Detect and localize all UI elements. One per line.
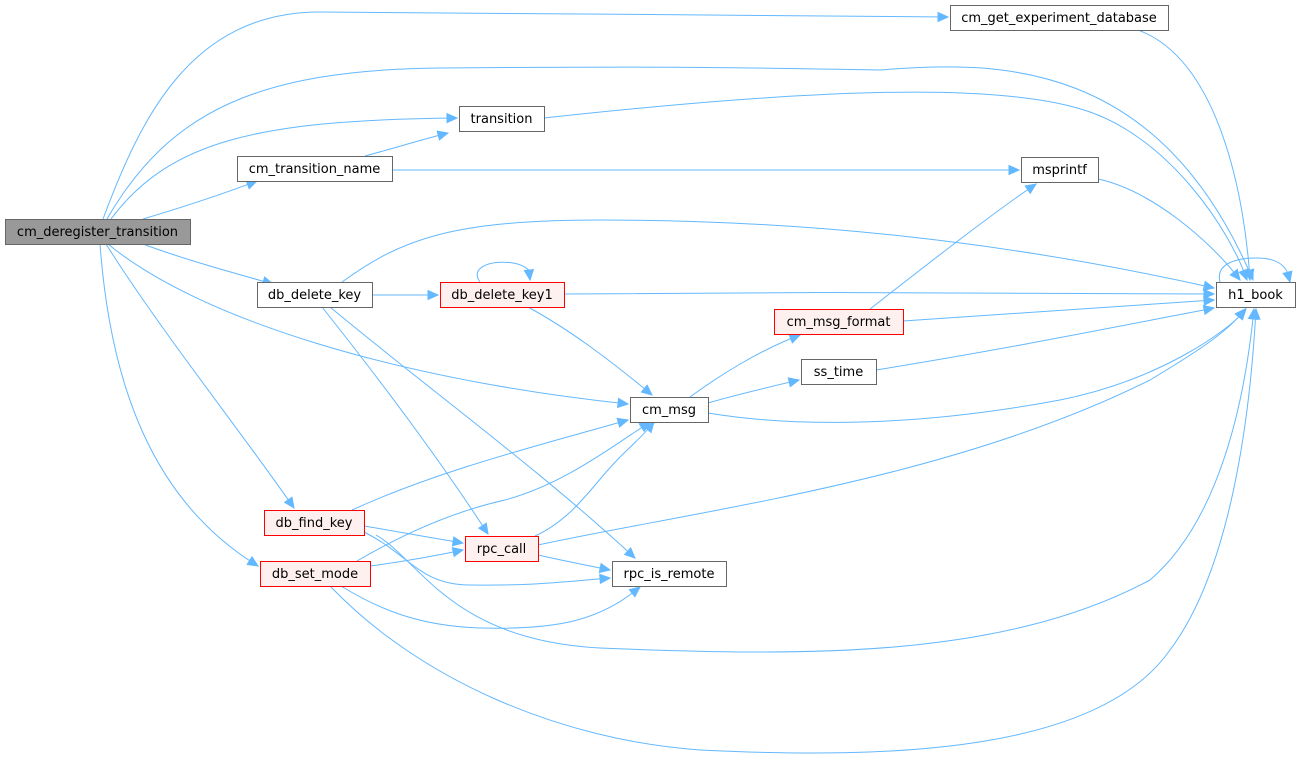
node-label: transition bbox=[471, 112, 533, 127]
edge-db_delete_key1-to-cm_msg bbox=[527, 306, 653, 396]
node-label: h1_book bbox=[1228, 288, 1283, 303]
node-label: ss_time bbox=[814, 365, 863, 380]
node-h1-book[interactable]: h1_book bbox=[1216, 282, 1296, 308]
edge-cm_transition_name-to-transition bbox=[364, 130, 450, 157]
edge-msprintf-to-h1_book bbox=[1097, 178, 1241, 281]
edge-cm_deregister_transition-to-db_set_mode bbox=[99, 243, 260, 567]
node-rpc-is-remote[interactable]: rpc_is_remote bbox=[612, 561, 727, 587]
edge-cm_get_experiment_database-to-h1_book bbox=[1137, 29, 1255, 282]
node-cm-deregister-transition[interactable]: cm_deregister_transition bbox=[5, 219, 191, 245]
edge-cm_deregister_transition-to-db_delete_key bbox=[142, 243, 275, 287]
node-label: cm_get_experiment_database bbox=[961, 11, 1157, 26]
edge-cm_deregister_transition-to-cm_transition_name bbox=[142, 179, 259, 220]
edge-db_delete_key-to-db_delete_key1 bbox=[372, 289, 440, 301]
edge-db_set_mode-to-rpc_call bbox=[369, 546, 465, 567]
edge-db_delete_key1-to-db_delete_key1 bbox=[476, 261, 535, 283]
edge-db_find_key-to-cm_msg bbox=[351, 417, 630, 511]
node-ss-time[interactable]: ss_time bbox=[801, 359, 877, 385]
node-label: msprintf bbox=[1032, 163, 1087, 178]
edge-cm_deregister_transition-to-transition bbox=[110, 112, 459, 220]
node-db-find-key[interactable]: db_find_key bbox=[264, 510, 365, 536]
edge-db_set_mode-to-h1_book bbox=[329, 307, 1261, 754]
edge-cm_msg_format-to-msprintf bbox=[869, 183, 1038, 310]
node-label: db_find_key bbox=[276, 516, 353, 531]
edge-cm_msg_format-to-h1_book bbox=[902, 295, 1216, 322]
nodes-layer: cm_deregister_transition cm_get_experimen… bbox=[5, 5, 1296, 587]
node-label: rpc_call bbox=[477, 542, 527, 557]
edges-layer bbox=[99, 11, 1293, 754]
node-db-delete-key1[interactable]: db_delete_key1 bbox=[440, 282, 565, 308]
edge-db_delete_key-to-rpc_is_remote bbox=[329, 306, 636, 559]
node-label: cm_msg bbox=[642, 403, 696, 418]
edge-cm_deregister_transition-to-db_find_key bbox=[105, 243, 295, 509]
edge-db_delete_key1-to-h1_book bbox=[563, 288, 1216, 300]
node-label: db_set_mode bbox=[272, 567, 358, 582]
edge-rpc_call-to-rpc_is_remote bbox=[537, 554, 612, 574]
node-label: db_delete_key1 bbox=[451, 288, 553, 303]
edge-db_delete_key-to-h1_book bbox=[341, 219, 1216, 291]
node-cm-msg[interactable]: cm_msg bbox=[630, 397, 709, 423]
node-label: cm_transition_name bbox=[249, 162, 381, 177]
edge-ss_time-to-h1_book bbox=[875, 304, 1216, 371]
edge-transition-to-h1_book bbox=[543, 91, 1249, 282]
edge-cm_deregister_transition-to-cm_msg bbox=[107, 243, 630, 409]
edge-db_delete_key-to-rpc_call bbox=[321, 306, 489, 536]
edge-cm_deregister_transition-to-cm_get_experiment_database bbox=[102, 11, 950, 220]
node-cm-msg-format[interactable]: cm_msg_format bbox=[774, 309, 904, 335]
edge-rpc_call-to-cm_msg bbox=[534, 421, 655, 537]
node-label: db_delete_key bbox=[268, 288, 362, 303]
node-label: cm_deregister_transition bbox=[17, 225, 178, 240]
node-db-set-mode[interactable]: db_set_mode bbox=[260, 561, 371, 587]
node-cm-transition-name[interactable]: cm_transition_name bbox=[237, 156, 393, 182]
edge-cm_transition_name-to-msprintf bbox=[392, 164, 1021, 176]
edge-db_find_key-to-rpc_is_remote bbox=[363, 531, 612, 586]
node-msprintf[interactable]: msprintf bbox=[1021, 157, 1099, 183]
node-cm-get-experiment-database[interactable]: cm_get_experiment_database bbox=[950, 5, 1169, 31]
edge-cm_msg-to-ss_time bbox=[707, 377, 801, 404]
edge-rpc_call-to-h1_book bbox=[537, 308, 1246, 546]
edge-db_find_key-to-rpc_call bbox=[363, 525, 465, 547]
node-transition[interactable]: transition bbox=[459, 106, 545, 132]
node-label: rpc_is_remote bbox=[624, 567, 715, 582]
edge-h1_book-to-h1_book bbox=[1218, 257, 1293, 284]
node-rpc-call[interactable]: rpc_call bbox=[465, 536, 539, 562]
edge-cm_msg-to-cm_msg_format bbox=[689, 333, 802, 398]
node-label: cm_msg_format bbox=[787, 315, 891, 330]
edge-db_set_mode-to-rpc_is_remote bbox=[340, 585, 641, 629]
node-db-delete-key[interactable]: db_delete_key bbox=[257, 282, 373, 308]
